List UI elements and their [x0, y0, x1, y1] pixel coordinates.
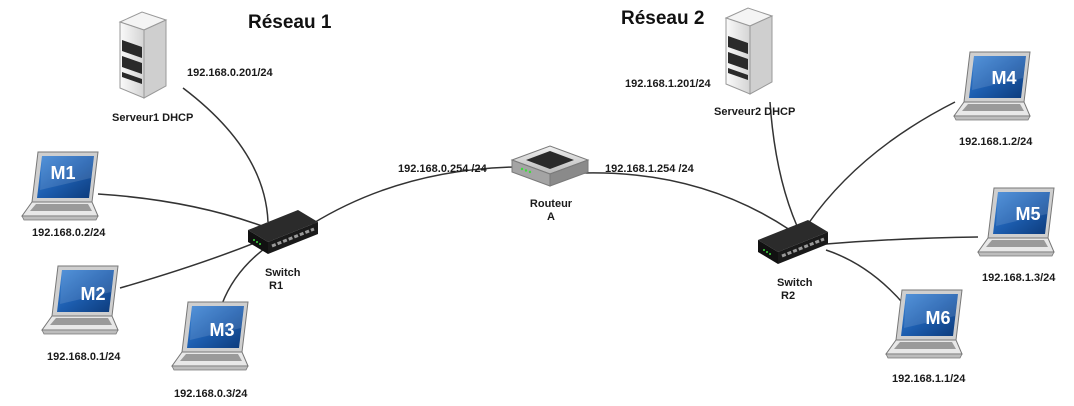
server1-ip: 192.168.0.201/24: [187, 67, 273, 79]
cable-m4-switch-r2: [807, 101, 956, 225]
server2-name: Serveur2 DHCP: [714, 106, 796, 118]
router-ip-left: 192.168.0.254 /24: [398, 163, 487, 175]
switch-r2-label: Switch R2: [777, 277, 812, 303]
server2-ip: 192.168.1.201/24: [625, 78, 711, 90]
cable-router-switch-r2: [581, 172, 791, 231]
cable-m1-switch-r1: [97, 193, 263, 227]
router-name-line1: Routeur: [529, 198, 573, 210]
cable-switch-r1-router: [311, 166, 514, 225]
network-title-2: Réseau 2: [621, 8, 705, 29]
machine-label-m2: M2: [80, 284, 105, 304]
switch-r1-label: Switch R1: [265, 267, 300, 293]
cables: [97, 87, 979, 326]
cable-m2-switch-r1: [119, 239, 263, 289]
machine-label-m3: M3: [209, 320, 234, 340]
server-icon: [119, 11, 167, 99]
m6-ip: 192.168.1.1/24: [892, 373, 966, 385]
m3-ip: 192.168.0.3/24: [174, 388, 248, 400]
laptop-icon: [885, 289, 963, 359]
laptop-m5: M5: [977, 187, 1055, 257]
cable-m3-switch-r1: [221, 245, 269, 305]
m1-ip: 192.168.0.2/24: [32, 227, 106, 239]
machine-label-m6: M6: [925, 308, 950, 328]
machine-label-m5: M5: [1015, 204, 1040, 224]
cable-m5-switch-r2: [825, 236, 979, 245]
switch-r1-line1: Switch: [265, 267, 301, 279]
laptop-m4: M4: [953, 51, 1031, 121]
router-icon: [511, 145, 589, 187]
m5-ip: 192.168.1.3/24: [982, 272, 1056, 284]
m2-ip: 192.168.0.1/24: [47, 351, 121, 363]
machine-label-m4: M4: [991, 68, 1016, 88]
m4-ip: 192.168.1.2/24: [959, 136, 1033, 148]
switch-icon: [756, 218, 830, 266]
laptop-m1: M1: [21, 151, 99, 221]
router-name-line2: A: [547, 211, 555, 223]
server1-name: Serveur1 DHCP: [112, 112, 194, 124]
cable-server1-switch-r1: [182, 87, 269, 223]
switch-r2-line2: R2: [781, 290, 796, 302]
switch-r2-line1: Switch: [777, 277, 813, 289]
laptop-m2: M2: [41, 265, 119, 335]
server-icon: [725, 7, 773, 95]
cable-server2-switch-r2: [769, 101, 798, 227]
router-ip-right: 192.168.1.254 /24: [605, 163, 694, 175]
switch-r1-line2: R1: [269, 280, 284, 292]
laptop-m3: M3: [171, 301, 249, 371]
network-title-1: Réseau 1: [248, 12, 332, 33]
router-label: Routeur A: [527, 198, 575, 224]
laptop-m6: M6: [885, 289, 963, 359]
machine-label-m1: M1: [50, 163, 75, 183]
switch-icon: [246, 208, 320, 256]
